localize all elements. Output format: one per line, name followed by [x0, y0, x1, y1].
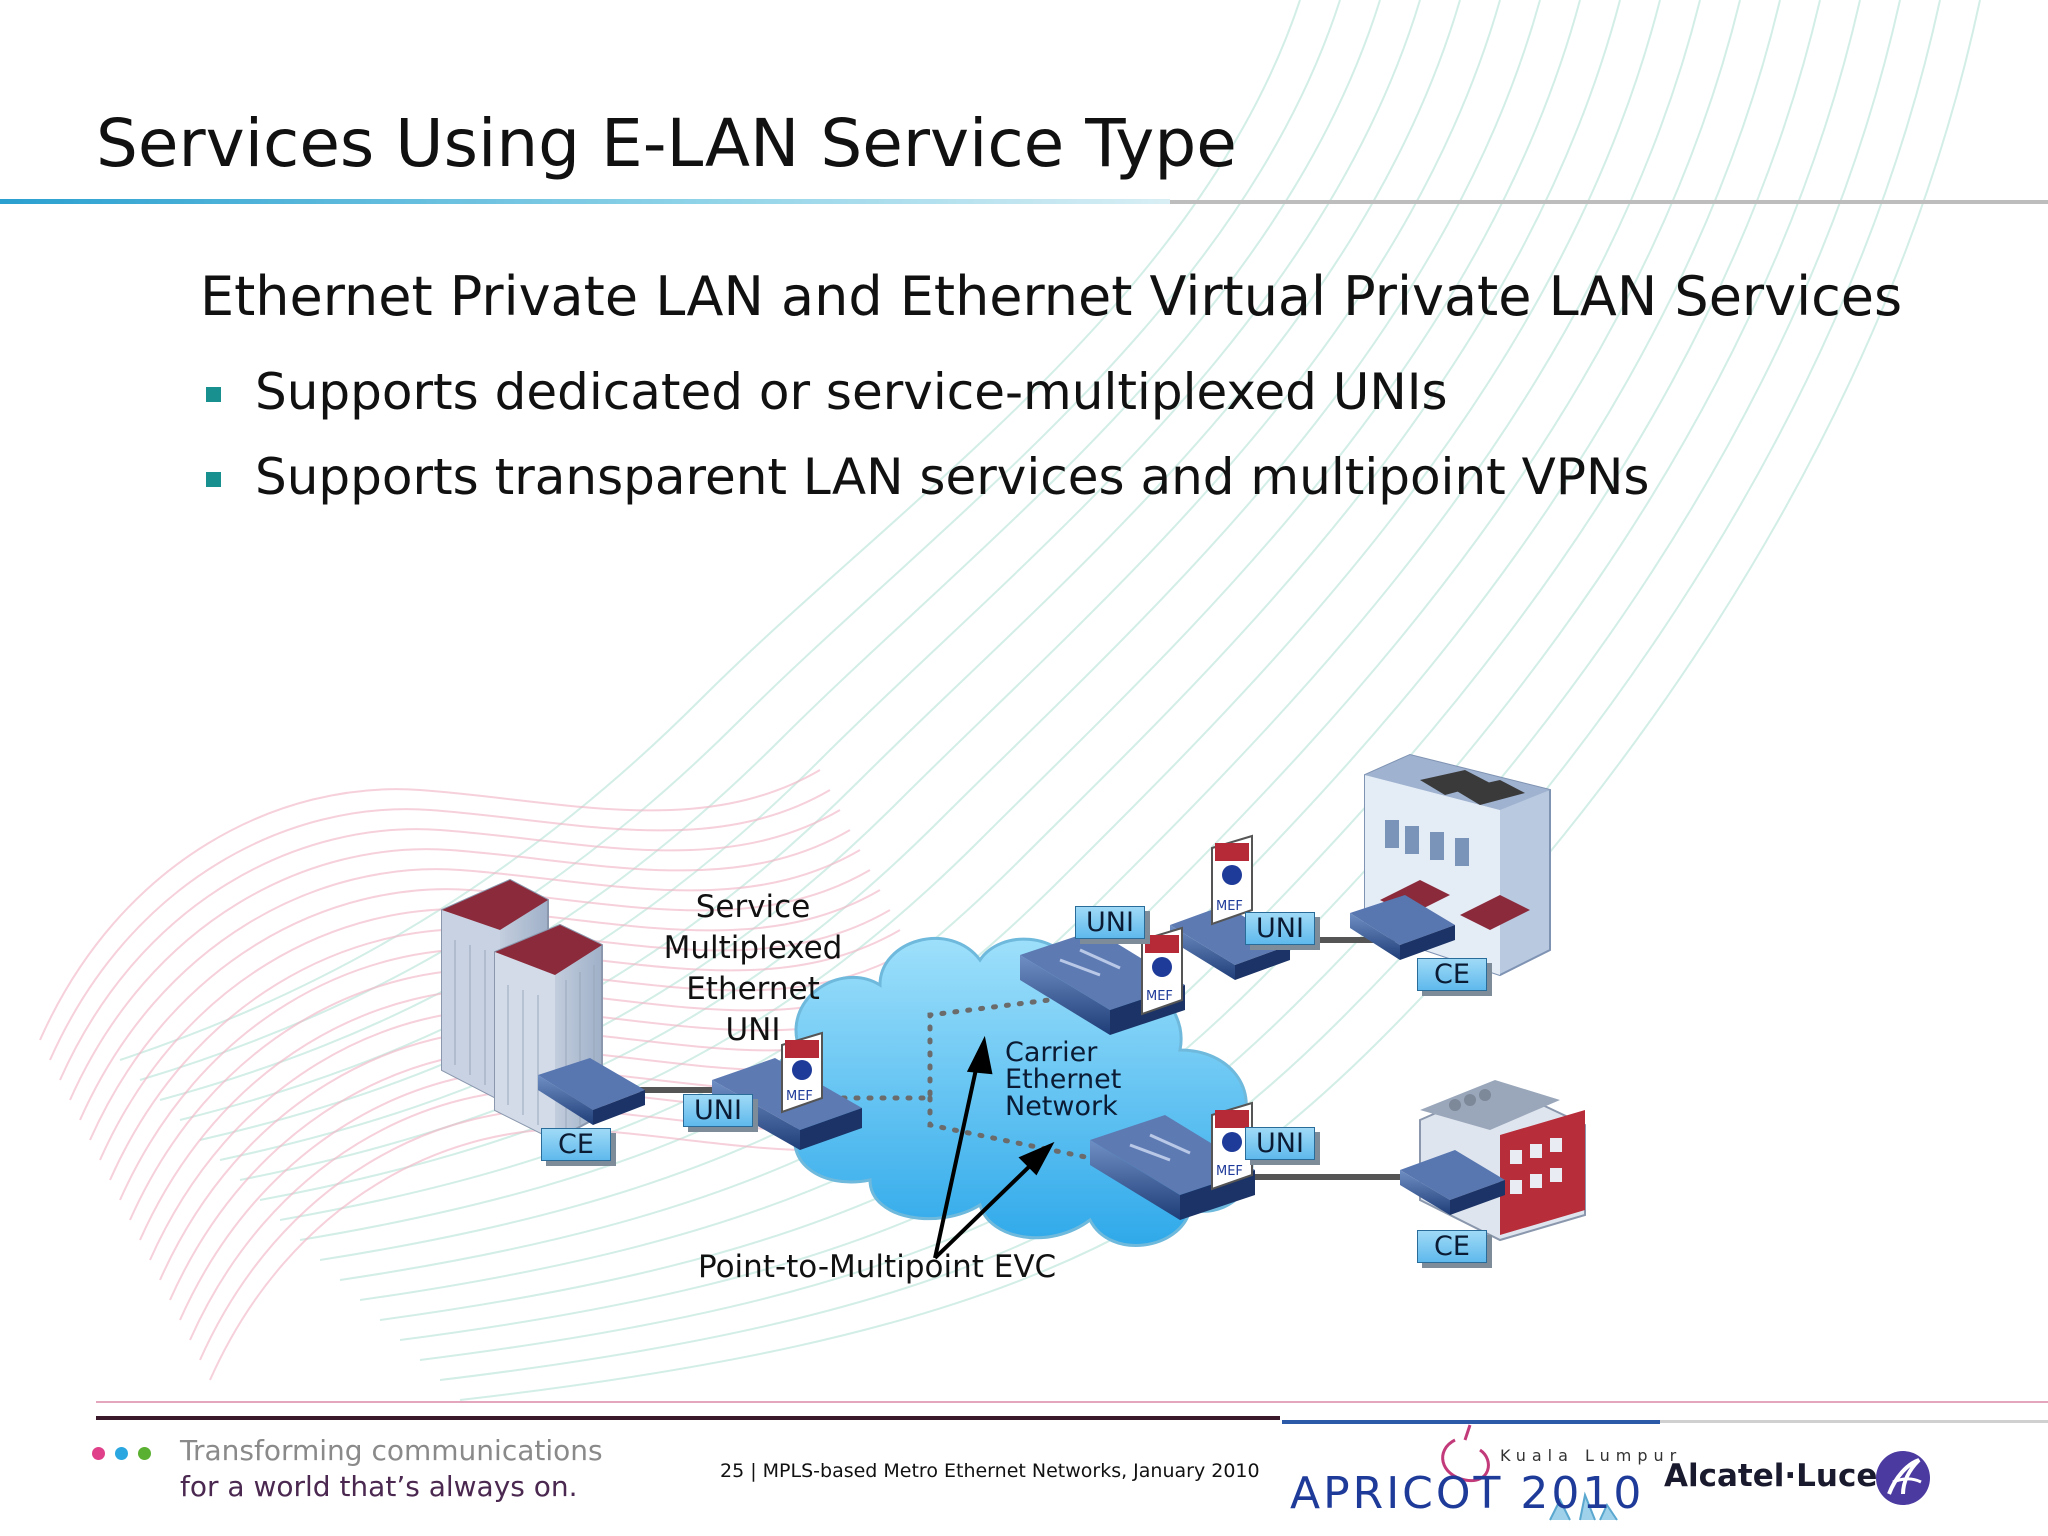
annotation-line: Service	[695, 889, 811, 925]
bullet-square-icon	[206, 387, 221, 402]
svg-text:MEF: MEF	[1216, 899, 1243, 914]
bullet-text: Supports dedicated or service-multiplexe…	[255, 363, 1448, 421]
section-heading: Ethernet Private LAN and Ethernet Virtua…	[200, 265, 1903, 328]
bullet-square-icon	[206, 472, 221, 487]
evc-arrow	[933, 1059, 980, 1259]
alcatel-lucent-logo-icon	[1876, 1451, 1930, 1505]
tagline-line1: Transforming communications	[180, 1434, 603, 1467]
apricot-logo-text: APRICOT 2010	[1290, 1468, 1645, 1519]
evc-label: Point-to-Multipoint EVC	[698, 1249, 1057, 1285]
footer-divider-blue	[1282, 1420, 1660, 1424]
switch-icon	[1170, 905, 1290, 980]
service-uni-annotation: Service Multiplexed Ethernet UNI	[660, 887, 846, 1051]
title-underline-left	[0, 199, 1170, 204]
uni-tag: UNI	[683, 1094, 753, 1127]
dot-icon	[115, 1447, 128, 1460]
mef-badge-icon: MEF	[1211, 1101, 1253, 1191]
annotation-line: UNI	[725, 1012, 781, 1048]
apricot-city: Kuala Lumpur	[1500, 1446, 1683, 1465]
dot-icon	[92, 1447, 105, 1460]
ce-tag: CE	[1417, 958, 1487, 991]
annotation-line: Ethernet	[686, 971, 820, 1007]
tagline: Transforming communications for a world …	[180, 1433, 603, 1505]
router-icon	[538, 1058, 645, 1125]
svg-text:MEF: MEF	[786, 1089, 813, 1104]
svg-text:MEF: MEF	[1216, 1164, 1243, 1179]
svg-text:MEF: MEF	[1146, 989, 1173, 1004]
cloud-label-line: Network	[1005, 1091, 1118, 1122]
mef-badge-icon: MEF	[1141, 926, 1183, 1016]
uni-tag: UNI	[1245, 912, 1315, 945]
apricot-logo-icon	[1441, 1424, 1618, 1521]
uni-tag: UNI	[1245, 1127, 1315, 1160]
evc-arrow	[933, 1158, 1038, 1260]
ce-tag: CE	[1417, 1230, 1487, 1263]
evc-arrowhead	[1018, 1141, 1055, 1176]
cloud-label-line: Ethernet	[1005, 1064, 1122, 1095]
router-icon	[1400, 1150, 1505, 1215]
evc-dotted-path	[827, 995, 1068, 1101]
evc-arrowhead	[966, 1035, 993, 1075]
ce-tag: CE	[541, 1128, 611, 1161]
uni-tag: UNI	[1075, 906, 1145, 939]
bullet-text: Supports transparent LAN services and mu…	[255, 448, 1650, 506]
tagline-line2: for a world that’s always on.	[180, 1470, 578, 1503]
annotation-line: Multiplexed	[663, 930, 843, 966]
slide-title: Services Using E-LAN Service Type	[96, 105, 1237, 182]
tagline-dots	[92, 1445, 161, 1464]
cloud-label: Carrier Ethernet Network	[1005, 1039, 1121, 1120]
brand-name: Alcatel·Lucent	[1664, 1458, 1915, 1494]
page-footnote: 25 | MPLS-based Metro Ethernet Networks,…	[720, 1460, 1260, 1482]
mef-badge-icon: MEF	[1211, 834, 1253, 926]
footer-divider-pink	[96, 1401, 2048, 1403]
title-underline-right	[1170, 200, 2048, 204]
cloud-label-line: Carrier	[1005, 1037, 1098, 1068]
dot-icon	[138, 1447, 151, 1460]
footer-divider-grey	[1660, 1420, 2048, 1423]
router-icon	[1350, 895, 1455, 960]
footer-divider-dark	[96, 1416, 1280, 1420]
mef-badge-icon: MEF	[781, 1031, 823, 1114]
